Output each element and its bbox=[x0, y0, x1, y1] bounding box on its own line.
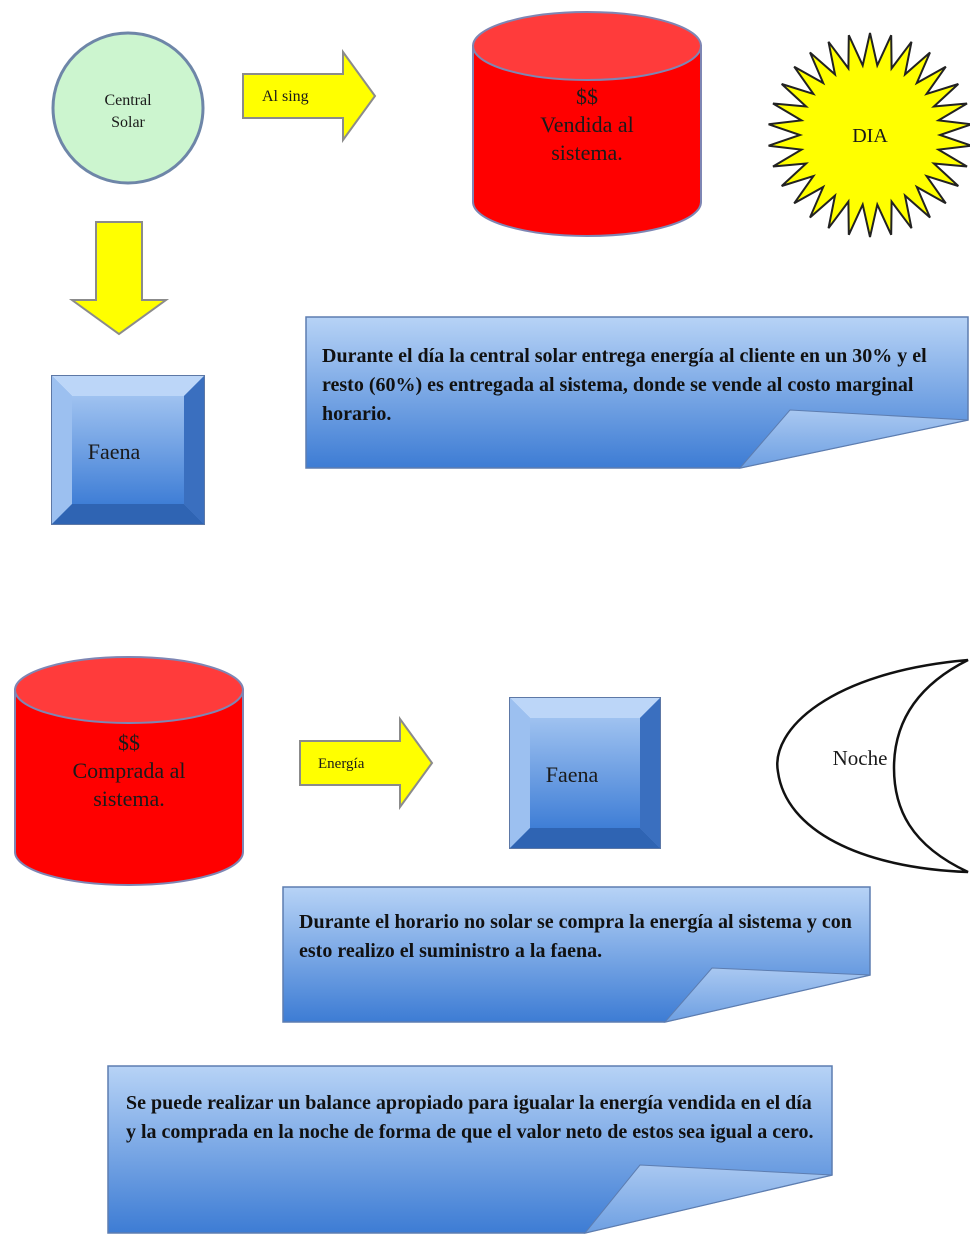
faena-box-night: Faena bbox=[509, 697, 661, 849]
arrow-to-system-label: Al sing bbox=[262, 88, 309, 105]
central-solar-label-line1: Central bbox=[104, 92, 152, 109]
faena-night-label: Faena bbox=[546, 762, 599, 787]
arrow-to-system: Al sing bbox=[242, 48, 377, 144]
day-note-text: Durante el día la central solar entrega … bbox=[322, 345, 927, 425]
bought-from-system-cylinder: $$ Comprada al sistema. bbox=[14, 656, 244, 886]
central-solar-label-line2: Solar bbox=[111, 114, 145, 131]
balance-note-callout bbox=[107, 1065, 833, 1234]
faena-box-day: Faena bbox=[51, 375, 205, 525]
bought-cylinder-label-line3: sistema. bbox=[93, 786, 165, 811]
sold-to-system-cylinder: $$ Vendida al sistema. bbox=[472, 11, 702, 237]
sun-icon: DIA bbox=[768, 32, 970, 238]
sold-cylinder-label-line2: Vendida al bbox=[540, 112, 633, 137]
arrow-energy: Energía bbox=[299, 715, 434, 811]
central-solar-node: Central Solar bbox=[51, 31, 205, 185]
sold-cylinder-label-line3: sistema. bbox=[551, 140, 623, 165]
moon-label: Noche bbox=[833, 746, 888, 770]
night-note-text: Durante el horario no solar se compra la… bbox=[299, 911, 852, 962]
night-note-callout bbox=[282, 886, 871, 1023]
sun-label: DIA bbox=[852, 125, 888, 147]
bought-cylinder-label-line2: Comprada al bbox=[72, 758, 185, 783]
arrow-energy-label: Energía bbox=[318, 756, 365, 772]
faena-day-label: Faena bbox=[88, 439, 141, 464]
bought-cylinder-label-line1: $$ bbox=[118, 730, 140, 755]
balance-note-text: Se puede realizar un balance apropiado p… bbox=[126, 1092, 814, 1143]
arrow-to-faena bbox=[68, 221, 170, 336]
moon-icon: Noche bbox=[776, 658, 969, 874]
day-note-callout bbox=[305, 316, 969, 469]
sold-cylinder-label-line1: $$ bbox=[576, 84, 598, 109]
